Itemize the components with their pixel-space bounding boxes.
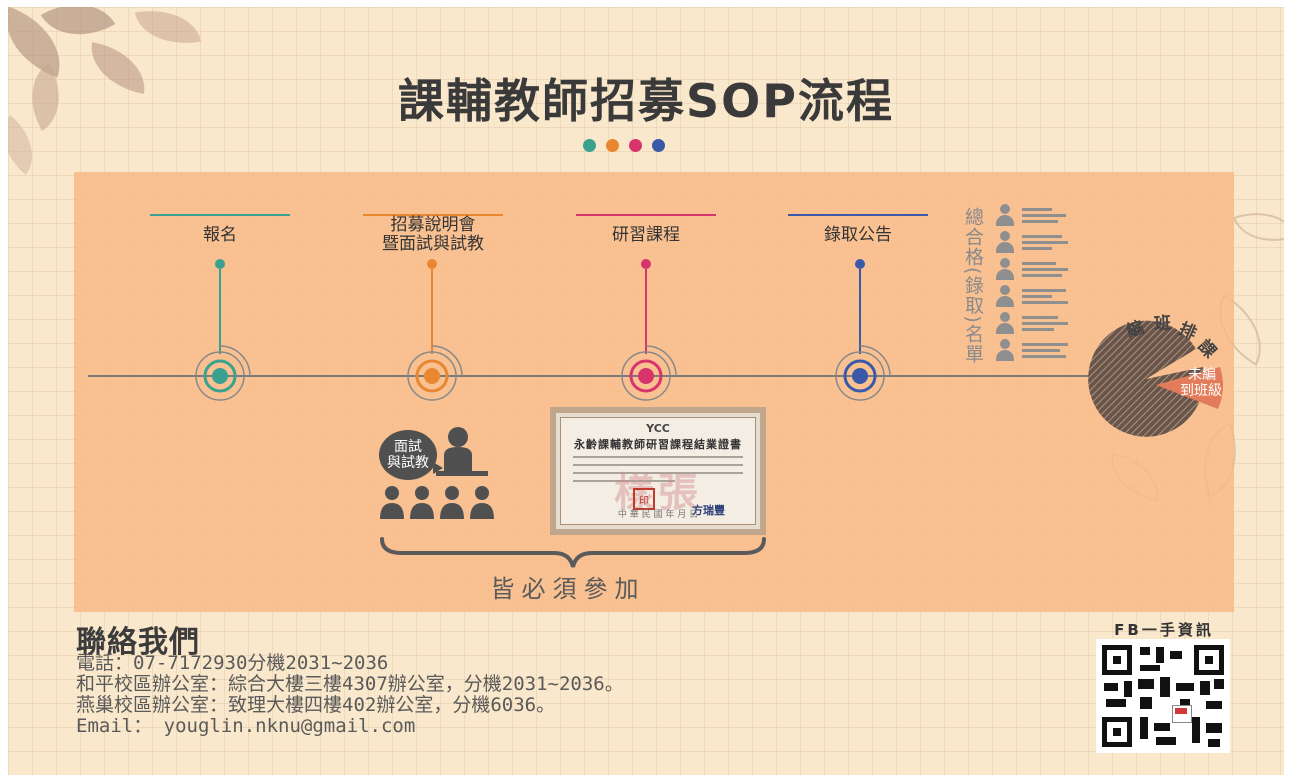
step-4-label: 錄取公告 (824, 225, 892, 245)
step-3-stem (645, 269, 647, 354)
step-2-label: 招募說明會 暨面試與試教 (382, 215, 484, 254)
person-icon (994, 339, 1016, 361)
step-2-node-icon (407, 345, 463, 401)
contact-heping-office: 和平校區辦公室：綜合大樓三樓4307辦公室，分機2031~2036。 (76, 673, 624, 695)
fb-label: FB一手資訊 (1114, 621, 1214, 639)
pie-slice-label: 未編 到班級 (1180, 367, 1222, 399)
certificate-logo: YCC (646, 422, 670, 435)
certificate-sample: YCC 永齡課輔教師研習課程結業證書 樣張 印 方瑞豐 中 華 民 國 年 月 … (550, 407, 766, 535)
roster-row (994, 258, 1068, 280)
certificate-title: 永齡課輔教師研習課程結業證書 (574, 438, 742, 451)
step-4-node-icon (835, 345, 891, 401)
contact-info: 電話：07-7172930分機2031~2036 和平校區辦公室：綜合大樓三樓4… (76, 653, 624, 737)
roster-row (994, 204, 1068, 226)
roster-row (994, 231, 1068, 253)
class-scheduling-pie-icon (1088, 320, 1224, 437)
step-4-line (788, 214, 928, 216)
step-1-stem (219, 269, 221, 354)
step-3-line (576, 214, 716, 216)
certificate-date: 中 華 民 國 年 月 日 (617, 510, 699, 520)
certificate-seal-icon: 印 (633, 488, 655, 510)
contact-phone: 電話：07-7172930分機2031~2036 (76, 652, 389, 674)
pie-label-char: 班 (1153, 313, 1172, 335)
brace-icon (380, 537, 766, 568)
interview-speech-bubble: 面試 與試教 (379, 430, 443, 480)
certificate-inner: YCC 永齡課輔教師研習課程結業證書 樣張 印 方瑞豐 中 華 民 國 年 月 … (560, 417, 756, 525)
dot-orange (606, 139, 619, 152)
roster-list (994, 204, 1068, 366)
contact-email[interactable]: Email： youglin.nknu@gmail.com (76, 715, 416, 737)
title-dots (583, 139, 665, 152)
step-2-pin (427, 259, 437, 269)
certificate-watermark: 樣張 (614, 470, 702, 516)
step-4-pin (855, 259, 865, 269)
contact-heading: 聯絡我們 (76, 625, 200, 660)
page-title: 課輔教師招募SOP流程 (398, 74, 894, 128)
person-icon (994, 258, 1016, 280)
step-1-node-icon (195, 345, 251, 401)
roster-row (994, 285, 1068, 307)
certificate-signature: 方瑞豐 (692, 504, 725, 517)
dot-teal (583, 139, 596, 152)
person-icon (994, 285, 1016, 307)
step-1-pin (215, 259, 225, 269)
fb-qr-code[interactable] (1096, 639, 1230, 753)
step-3-node-icon (621, 345, 677, 401)
poster: 課輔教師招募SOP流程 報名 招募說明會 暨面試與試教 研習課程 錄取公告 (8, 7, 1284, 775)
leaf-outline-decoration (1232, 198, 1284, 256)
step-3-label: 研習課程 (612, 225, 680, 245)
step-2-line (363, 214, 503, 216)
person-icon (994, 231, 1016, 253)
step-1-label: 報名 (203, 225, 237, 245)
step-3-pin (641, 259, 651, 269)
interviewer-icon (436, 427, 488, 476)
person-icon (994, 312, 1016, 334)
roster-row (994, 339, 1068, 361)
all-must-attend-label: 皆必須參加 (490, 575, 646, 603)
step-2-stem (431, 269, 433, 354)
person-icon (994, 204, 1016, 226)
step-1-line (150, 214, 290, 216)
dot-pink (629, 139, 642, 152)
dot-blue (652, 139, 665, 152)
roster-row (994, 312, 1068, 334)
audience-icon (380, 486, 494, 519)
step-4-stem (859, 269, 861, 354)
roster-label: 總合格(錄取)名單 (962, 207, 984, 364)
process-band (74, 172, 1234, 612)
timeline-axis (88, 375, 1128, 377)
qr-center-logo-icon (1172, 705, 1192, 723)
leaf-decoration (134, 7, 202, 52)
contact-yanchao-office: 燕巢校區辦公室：致理大樓四樓402辦公室，分機6036。 (76, 694, 556, 716)
